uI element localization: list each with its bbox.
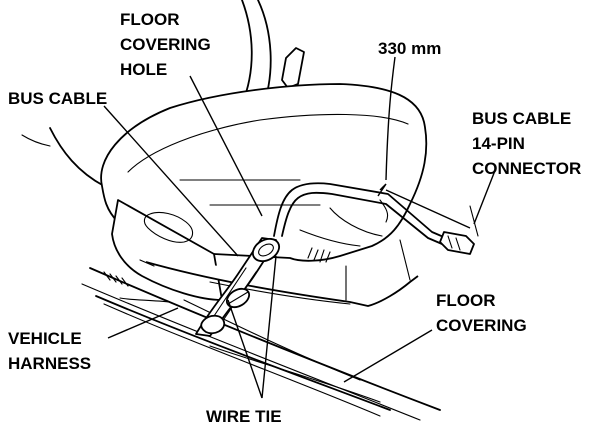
dimension-330mm xyxy=(377,56,479,237)
seat-lever xyxy=(281,47,305,89)
label-vehicle-harness-2: HARNESS xyxy=(8,354,91,373)
label-bus-cable: BUS CABLE xyxy=(8,89,107,108)
label-floor-covering-hole-2: COVERING xyxy=(120,35,211,54)
label-connector-2: 14-PIN xyxy=(472,134,525,153)
label-wire-tie: WIRE TIE xyxy=(206,407,282,426)
label-connector-1: BUS CABLE xyxy=(472,109,571,128)
leader-lines xyxy=(103,75,497,399)
seat-frame xyxy=(145,239,419,307)
wire-tie-upper xyxy=(225,287,251,309)
label-floor-covering-2: COVERING xyxy=(436,316,527,335)
wire-tie-lower xyxy=(200,314,226,335)
label-floor-covering-1: FLOOR xyxy=(436,291,496,310)
bus-cable-14-pin-connector xyxy=(439,231,475,255)
harness-hatching xyxy=(103,247,331,287)
floor-covering-hole xyxy=(251,237,281,263)
floor-rails xyxy=(81,267,441,421)
label-floor-covering-hole-1: FLOOR xyxy=(120,10,180,29)
label-floor-covering-hole-3: HOLE xyxy=(120,60,167,79)
label-dimension: 330 mm xyxy=(378,39,441,58)
label-connector-3: CONNECTOR xyxy=(472,159,581,178)
label-vehicle-harness-1: VEHICLE xyxy=(8,329,82,348)
bus-cable-route xyxy=(273,182,447,245)
